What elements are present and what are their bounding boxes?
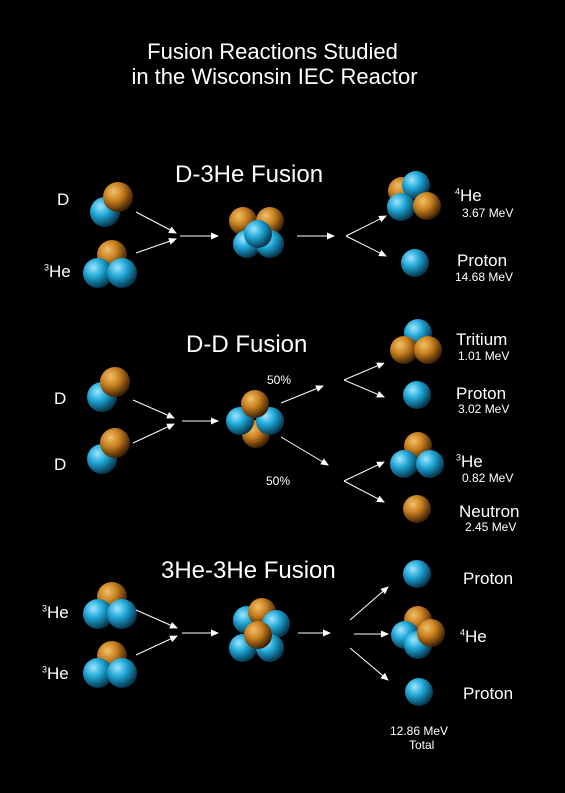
product-label-neutron: Neutron (459, 502, 520, 521)
reaction-arrow (280, 385, 324, 404)
product-label-proton: Proton (463, 569, 514, 588)
section-d3he (83, 171, 441, 288)
helium4-nucleus (391, 606, 445, 659)
mass-number: 3 (44, 262, 50, 273)
product-label-he4: 4He (455, 186, 482, 206)
element-symbol: He (465, 627, 487, 646)
mass-number: 3 (42, 603, 48, 614)
neutron-nucleus (403, 495, 431, 523)
compound-nucleus (229, 207, 284, 258)
tritium-nucleus (390, 319, 442, 364)
reaction-arrow (343, 362, 385, 381)
reaction-arrow (343, 461, 385, 482)
reactant-label-d: D (57, 190, 70, 209)
proton-nucleus (401, 249, 429, 277)
product-energy-he3: 0.82 MeV (462, 471, 514, 485)
reaction-arrow (349, 586, 389, 621)
deuteron-nucleus (87, 367, 130, 412)
deuteron-nucleus (87, 428, 130, 474)
main-title-line-2: in the Wisconsin IEC Reactor (131, 64, 418, 89)
reaction-arrow (343, 379, 385, 398)
reaction-arrow (349, 647, 389, 681)
reactant-label-he3: 3He (44, 262, 71, 282)
mass-number: 3 (456, 452, 462, 463)
proton-nucleus (405, 678, 433, 706)
branch-percent-upper: 50% (267, 373, 292, 387)
element-symbol: He (47, 664, 69, 683)
reaction-arrow (280, 436, 329, 466)
total-energy-value: 12.86 MeV (390, 724, 449, 738)
reaction-arrow (345, 215, 387, 237)
product-label-proton: Proton (456, 384, 507, 403)
proton-nucleus (403, 381, 431, 409)
reaction-arrow (135, 635, 178, 656)
element-symbol: He (460, 186, 482, 205)
product-energy-tritium: 1.01 MeV (458, 349, 510, 363)
product-energy-neutron: 2.45 MeV (465, 520, 517, 534)
proton-nucleus (403, 560, 431, 588)
product-energy-proton: 14.68 MeV (455, 270, 514, 284)
reaction-arrow (135, 238, 177, 254)
section-title-he3he3: 3He-3He Fusion (161, 557, 336, 584)
reactant-label-he3: 3He (42, 664, 69, 684)
section-he3he3 (83, 560, 445, 706)
product-label-proton: Proton (457, 251, 508, 270)
helium3-nucleus (390, 432, 444, 478)
reaction-arrow (343, 480, 385, 503)
product-label-he4: 4He (460, 627, 487, 647)
compound-nucleus (226, 390, 284, 448)
section-dd (87, 319, 444, 523)
reaction-arrow (345, 235, 387, 257)
helium3-nucleus (83, 641, 137, 688)
branch-percent-lower: 50% (266, 474, 291, 488)
product-energy-he4: 3.67 MeV (462, 206, 514, 220)
mass-number: 3 (42, 664, 48, 675)
reactant-label-d: D (54, 389, 67, 408)
total-energy-label: Total (409, 738, 435, 752)
product-label-he3: 3He (456, 452, 483, 472)
product-energy-proton: 3.02 MeV (458, 402, 510, 416)
reaction-arrow (135, 211, 177, 234)
element-symbol: He (47, 603, 69, 622)
product-label-tritium: Tritium (456, 330, 508, 349)
mass-number: 4 (455, 186, 461, 197)
element-symbol: He (461, 452, 483, 471)
reaction-arrow (132, 423, 175, 444)
element-symbol: He (49, 262, 71, 281)
helium3-nucleus (83, 240, 137, 288)
product-label-proton: Proton (463, 684, 514, 703)
helium4-nucleus (387, 171, 441, 221)
section-title-dd: D-D Fusion (186, 331, 308, 358)
mass-number: 4 (460, 627, 466, 638)
main-title-line-1: Fusion Reactions Studied (147, 39, 398, 64)
reactant-label-d: D (54, 455, 67, 474)
helium3-nucleus (83, 582, 137, 629)
compound-nucleus (229, 598, 290, 662)
section-title-d3he: D-3He Fusion (175, 161, 324, 188)
deuteron-nucleus (90, 182, 133, 227)
reactant-label-he3: 3He (42, 603, 69, 623)
reaction-arrow (135, 609, 178, 629)
reaction-arrow (132, 399, 175, 419)
